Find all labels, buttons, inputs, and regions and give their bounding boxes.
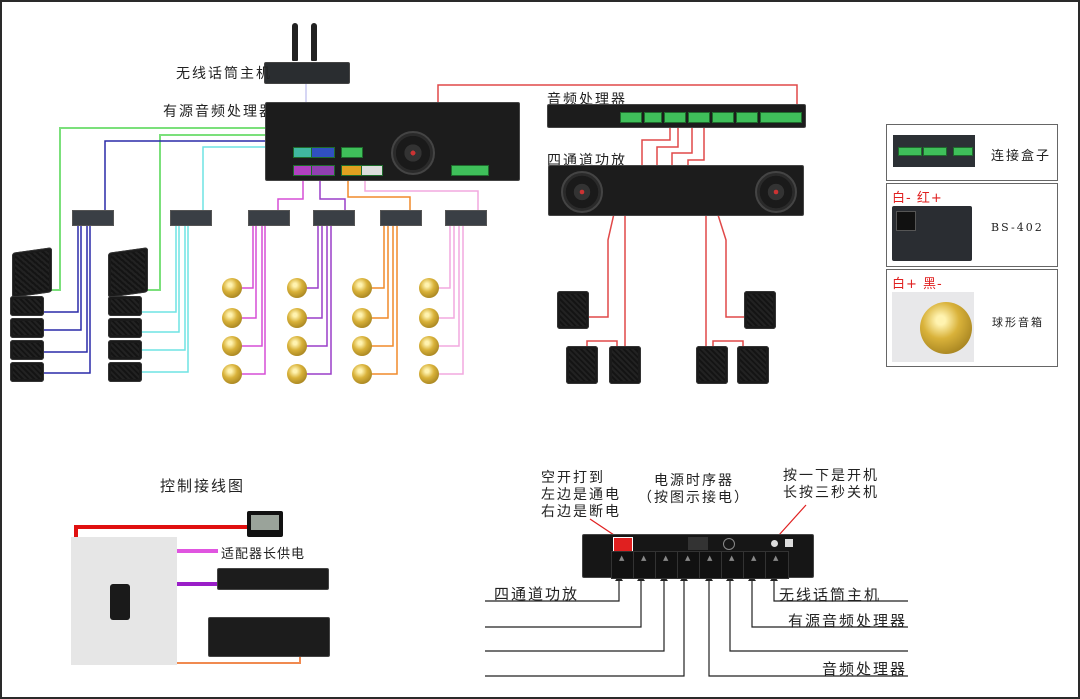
ball-speaker xyxy=(222,278,242,298)
ball-speaker xyxy=(419,308,439,328)
switch-note: 空开打到 左边是通电 右边是断电 xyxy=(541,470,621,520)
wire-magenta xyxy=(277,178,304,212)
junction-box xyxy=(170,210,212,226)
wire-orange xyxy=(347,178,411,212)
legend-bs402: 白- 红+ BS-402 xyxy=(886,183,1058,267)
junction-box xyxy=(248,210,290,226)
wire-green-2 xyxy=(145,134,352,291)
ball-speaker xyxy=(352,336,372,356)
power-note: 按一下是开机 长按三秒关机 xyxy=(783,468,879,501)
fan-icon xyxy=(755,171,797,213)
ball-speaker xyxy=(222,336,242,356)
outlet-label-amp: 四通道功放 xyxy=(494,585,580,603)
ball-speaker xyxy=(419,336,439,356)
sequencer-subtitle: （按图示接电） xyxy=(638,490,750,506)
ball-speaker xyxy=(287,278,307,298)
sequencer-title: 电源时序器 xyxy=(654,473,734,489)
connection-box-label: 连接盒子 xyxy=(991,149,1052,164)
knob-icon xyxy=(723,538,735,550)
legend-ball-speaker: 白+ 黑- 球形音箱 xyxy=(886,269,1058,367)
junction-box xyxy=(313,210,355,226)
network-port-icon xyxy=(785,539,793,547)
ball-speaker-polarity: 白+ 黑- xyxy=(892,277,943,292)
box-speaker xyxy=(696,346,728,384)
four-channel-amplifier xyxy=(548,165,804,216)
power-button[interactable] xyxy=(771,540,778,547)
connection-box-image xyxy=(893,135,975,167)
audio-processor xyxy=(547,104,806,128)
processor-thumbnail xyxy=(208,617,330,657)
ball-speaker xyxy=(222,308,242,328)
box-speaker xyxy=(566,346,598,384)
wire-purple xyxy=(319,178,346,212)
wire-green-1 xyxy=(45,127,297,291)
outlet xyxy=(765,551,789,579)
active-audio-processor xyxy=(265,102,520,181)
display-icon xyxy=(688,537,708,550)
ball-speaker xyxy=(352,364,372,384)
ball-speaker-label: 球形音箱 xyxy=(992,316,1044,329)
ball-speaker xyxy=(222,364,242,384)
outlet-label-active-processor: 有源音频处理器 xyxy=(788,612,908,630)
ball-speaker xyxy=(419,364,439,384)
adapter-icon xyxy=(110,584,130,620)
junction-box xyxy=(445,210,487,226)
legend-connection-box: 连接盒子 xyxy=(886,124,1058,181)
ball-speaker xyxy=(287,364,307,384)
ball-speaker xyxy=(419,278,439,298)
microphone-icon xyxy=(311,23,317,61)
wire-red-link xyxy=(437,84,798,115)
outlet-label-mic: 无线话筒主机 xyxy=(779,586,882,604)
box-speaker xyxy=(609,346,641,384)
wireless-mic-receiver xyxy=(264,62,350,84)
wire-pink xyxy=(364,178,479,212)
ball-speaker xyxy=(287,336,307,356)
outlet-label-audio-processor: 音频处理器 xyxy=(822,660,908,678)
adapter-note: 适配器长供电 xyxy=(221,547,306,562)
outlet xyxy=(611,551,635,579)
outlet xyxy=(633,551,657,579)
wire-control-red xyxy=(74,525,250,540)
sequencer-thumbnail xyxy=(217,568,329,590)
ball-speaker xyxy=(352,308,372,328)
box-speaker xyxy=(737,346,769,384)
bs402-image xyxy=(892,206,972,261)
ball-speaker-image xyxy=(892,292,974,362)
power-sequencer xyxy=(582,534,814,579)
active-processor-label: 有源音频处理器 xyxy=(163,104,275,120)
outlet xyxy=(677,551,701,579)
ball-speaker xyxy=(287,308,307,328)
wire-blue xyxy=(104,140,330,212)
microphone-icon xyxy=(292,23,298,61)
bs402-label: BS-402 xyxy=(991,221,1044,234)
bs402-polarity: 白- 红+ xyxy=(892,191,943,206)
outlet xyxy=(743,551,767,579)
wireless-mic-label: 无线话筒主机 xyxy=(176,66,272,82)
junction-box xyxy=(72,210,114,226)
fan-icon xyxy=(391,131,435,175)
fan-icon xyxy=(561,171,603,213)
control-diagram-title: 控制接线图 xyxy=(160,477,246,495)
box-speaker xyxy=(557,291,589,329)
outlet xyxy=(699,551,723,579)
touch-panel xyxy=(247,511,283,537)
ball-speaker xyxy=(352,278,372,298)
outlet xyxy=(655,551,679,579)
box-speaker xyxy=(744,291,776,329)
junction-box xyxy=(380,210,422,226)
outlet xyxy=(721,551,745,579)
